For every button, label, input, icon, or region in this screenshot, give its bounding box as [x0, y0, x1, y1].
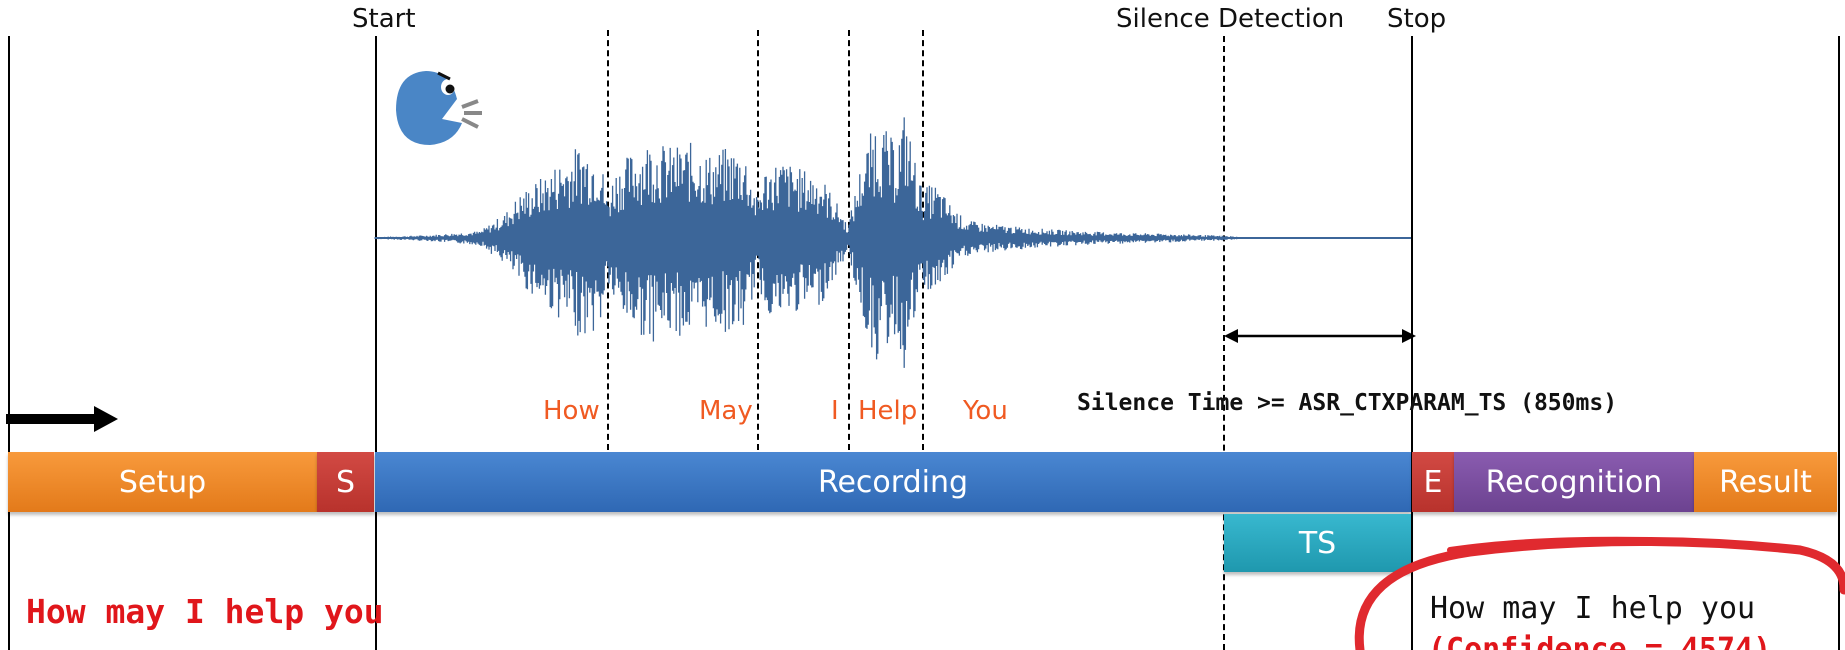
word-label-i: I — [831, 396, 839, 426]
recording-segment: Recording — [375, 452, 1411, 512]
progress-arrow-icon — [6, 406, 118, 432]
stop-line — [1411, 36, 1413, 650]
silence-detection-line — [1223, 36, 1225, 650]
stop-label: Stop — [1387, 4, 1447, 34]
start-line — [375, 36, 377, 650]
result-text: How may I help you — [1430, 591, 1756, 626]
prompt-text: How may I help you — [26, 592, 384, 631]
silence-rule-text: Silence Time >= ASR_CTXPARAM_TS (850ms) — [1077, 390, 1618, 416]
word-label-how: How — [543, 396, 600, 426]
setup-segment: Setup — [8, 452, 317, 512]
silence-detection-label: Silence Detection — [1116, 4, 1345, 34]
timeline-right-boundary — [1838, 36, 1840, 650]
result-highlight-circle — [1354, 536, 1845, 650]
recognition-segment: Recognition — [1454, 452, 1694, 512]
word-label-help: Help — [858, 396, 918, 426]
s-segment: S — [317, 452, 374, 512]
speech-waveform — [374, 117, 1411, 368]
silence-interval-arrow — [1224, 329, 1416, 343]
timeline-left-boundary — [8, 36, 10, 650]
waveform-signal — [374, 117, 1240, 368]
start-label: Start — [352, 4, 416, 34]
confidence-text: (Confidence = 4574) — [1428, 632, 1772, 650]
ts-segment: TS — [1224, 514, 1411, 572]
word-label-may: May — [699, 396, 753, 426]
word-label-you: You — [963, 396, 1008, 426]
speaking-face-icon — [396, 71, 482, 145]
result-segment: Result — [1694, 452, 1837, 512]
e-segment: E — [1412, 452, 1454, 512]
